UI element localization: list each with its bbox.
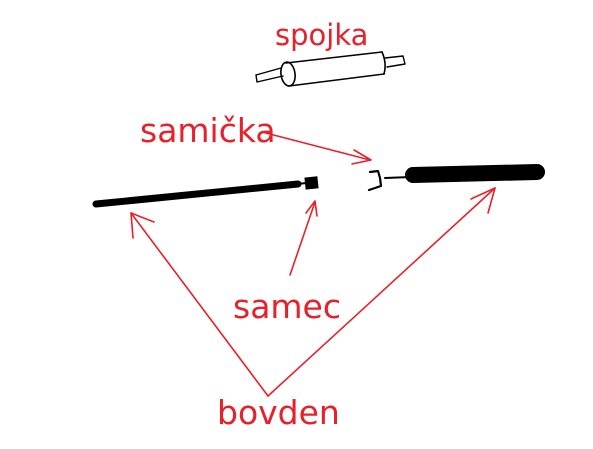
label-bovden: bovden	[217, 393, 340, 432]
label-samec: samec	[233, 287, 341, 326]
label-samicka: samička	[140, 111, 276, 150]
bovden-right-cable	[367, 164, 545, 192]
bovden-pointer-arrows	[130, 187, 496, 397]
samec-male-tip	[304, 176, 319, 190]
samicka-pointer-arrow	[261, 131, 372, 165]
label-spojka: spojka	[275, 18, 368, 52]
bovden-left-cable	[92, 176, 319, 208]
samicka-female-fork	[367, 169, 383, 192]
samec-pointer-arrow	[289, 200, 318, 276]
spojka-coupling-drawing	[255, 51, 406, 87]
